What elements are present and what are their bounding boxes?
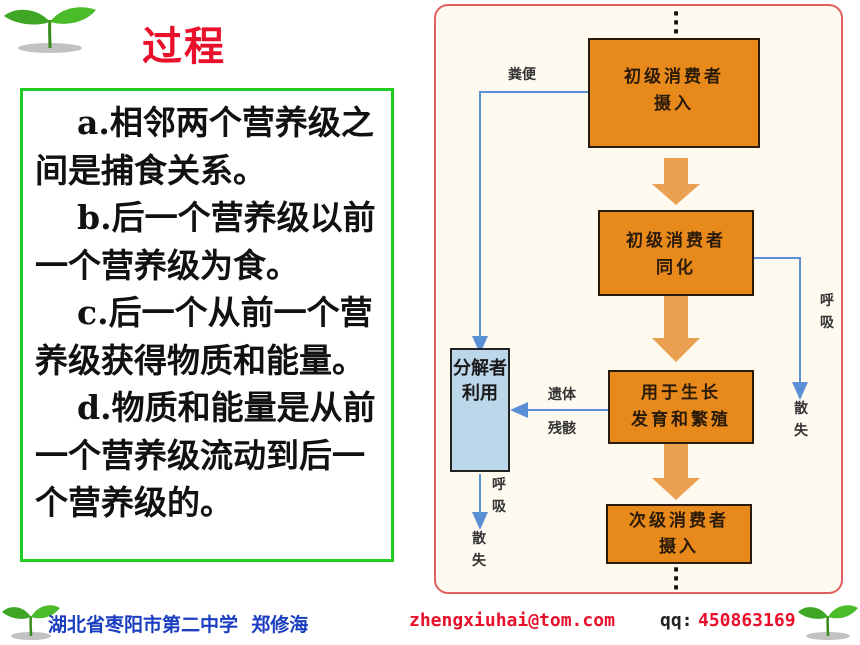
dissipation-label-right: 散失 <box>794 401 808 439</box>
remains-label-2: 残骸 <box>548 421 576 437</box>
primary-consumer-assimilation-box: 初级消费者 同化 <box>598 210 754 296</box>
footer-qq-label: qq: <box>660 610 693 631</box>
arrow-down-2 <box>652 296 700 362</box>
primary-consumer-ingestion-box: 初级消费者 摄入 <box>588 38 760 148</box>
point-a: a.相邻两个营养级之间是捕食关系。 <box>35 103 374 190</box>
process-points-box: a.相邻两个营养级之间是捕食关系。 b.后一个营养级以前一个营养级为食。 c.后… <box>20 88 394 562</box>
footer-qq-number: 450863169 <box>698 610 796 631</box>
point-d: d.物质和能量是从前一个营养级流动到后一个营养级的。 <box>35 388 376 522</box>
continuation-dots-top: ··· <box>671 2 681 45</box>
continuation-dots-bottom: ··· <box>671 558 681 601</box>
arrow-down-3 <box>652 444 700 500</box>
footer-email: zhengxiuhai@tom.com <box>409 610 615 631</box>
growth-reproduction-box: 用于生长 发育和繁殖 <box>608 370 754 444</box>
remains-label-1: 遗体 <box>548 387 576 403</box>
respiration-arrow-right <box>754 257 808 400</box>
slide-title: 过程 <box>142 24 226 70</box>
respiration-label-left: 呼吸 <box>492 477 506 515</box>
decomposer-box: 分解者利用 <box>450 348 510 472</box>
respiration-label-right: 呼吸 <box>820 293 834 331</box>
sprout-logo-icon <box>4 7 96 53</box>
point-c: c.后一个从前一个营养级获得物质和能量。 <box>35 293 373 380</box>
point-b: b.后一个营养级以前一个营养级为食。 <box>35 198 376 285</box>
secondary-consumer-ingestion-box: 次级消费者 摄入 <box>606 504 752 564</box>
feces-arrow <box>472 91 588 354</box>
feces-label: 粪便 <box>508 67 536 83</box>
dissipation-label-left: 散失 <box>472 531 486 569</box>
sprout-logo-icon <box>798 605 858 640</box>
footer-school-author: 湖北省枣阳市第二中学 郑修海 <box>48 614 309 636</box>
arrow-down-1 <box>652 158 700 205</box>
sprout-logo-icon <box>2 605 60 640</box>
